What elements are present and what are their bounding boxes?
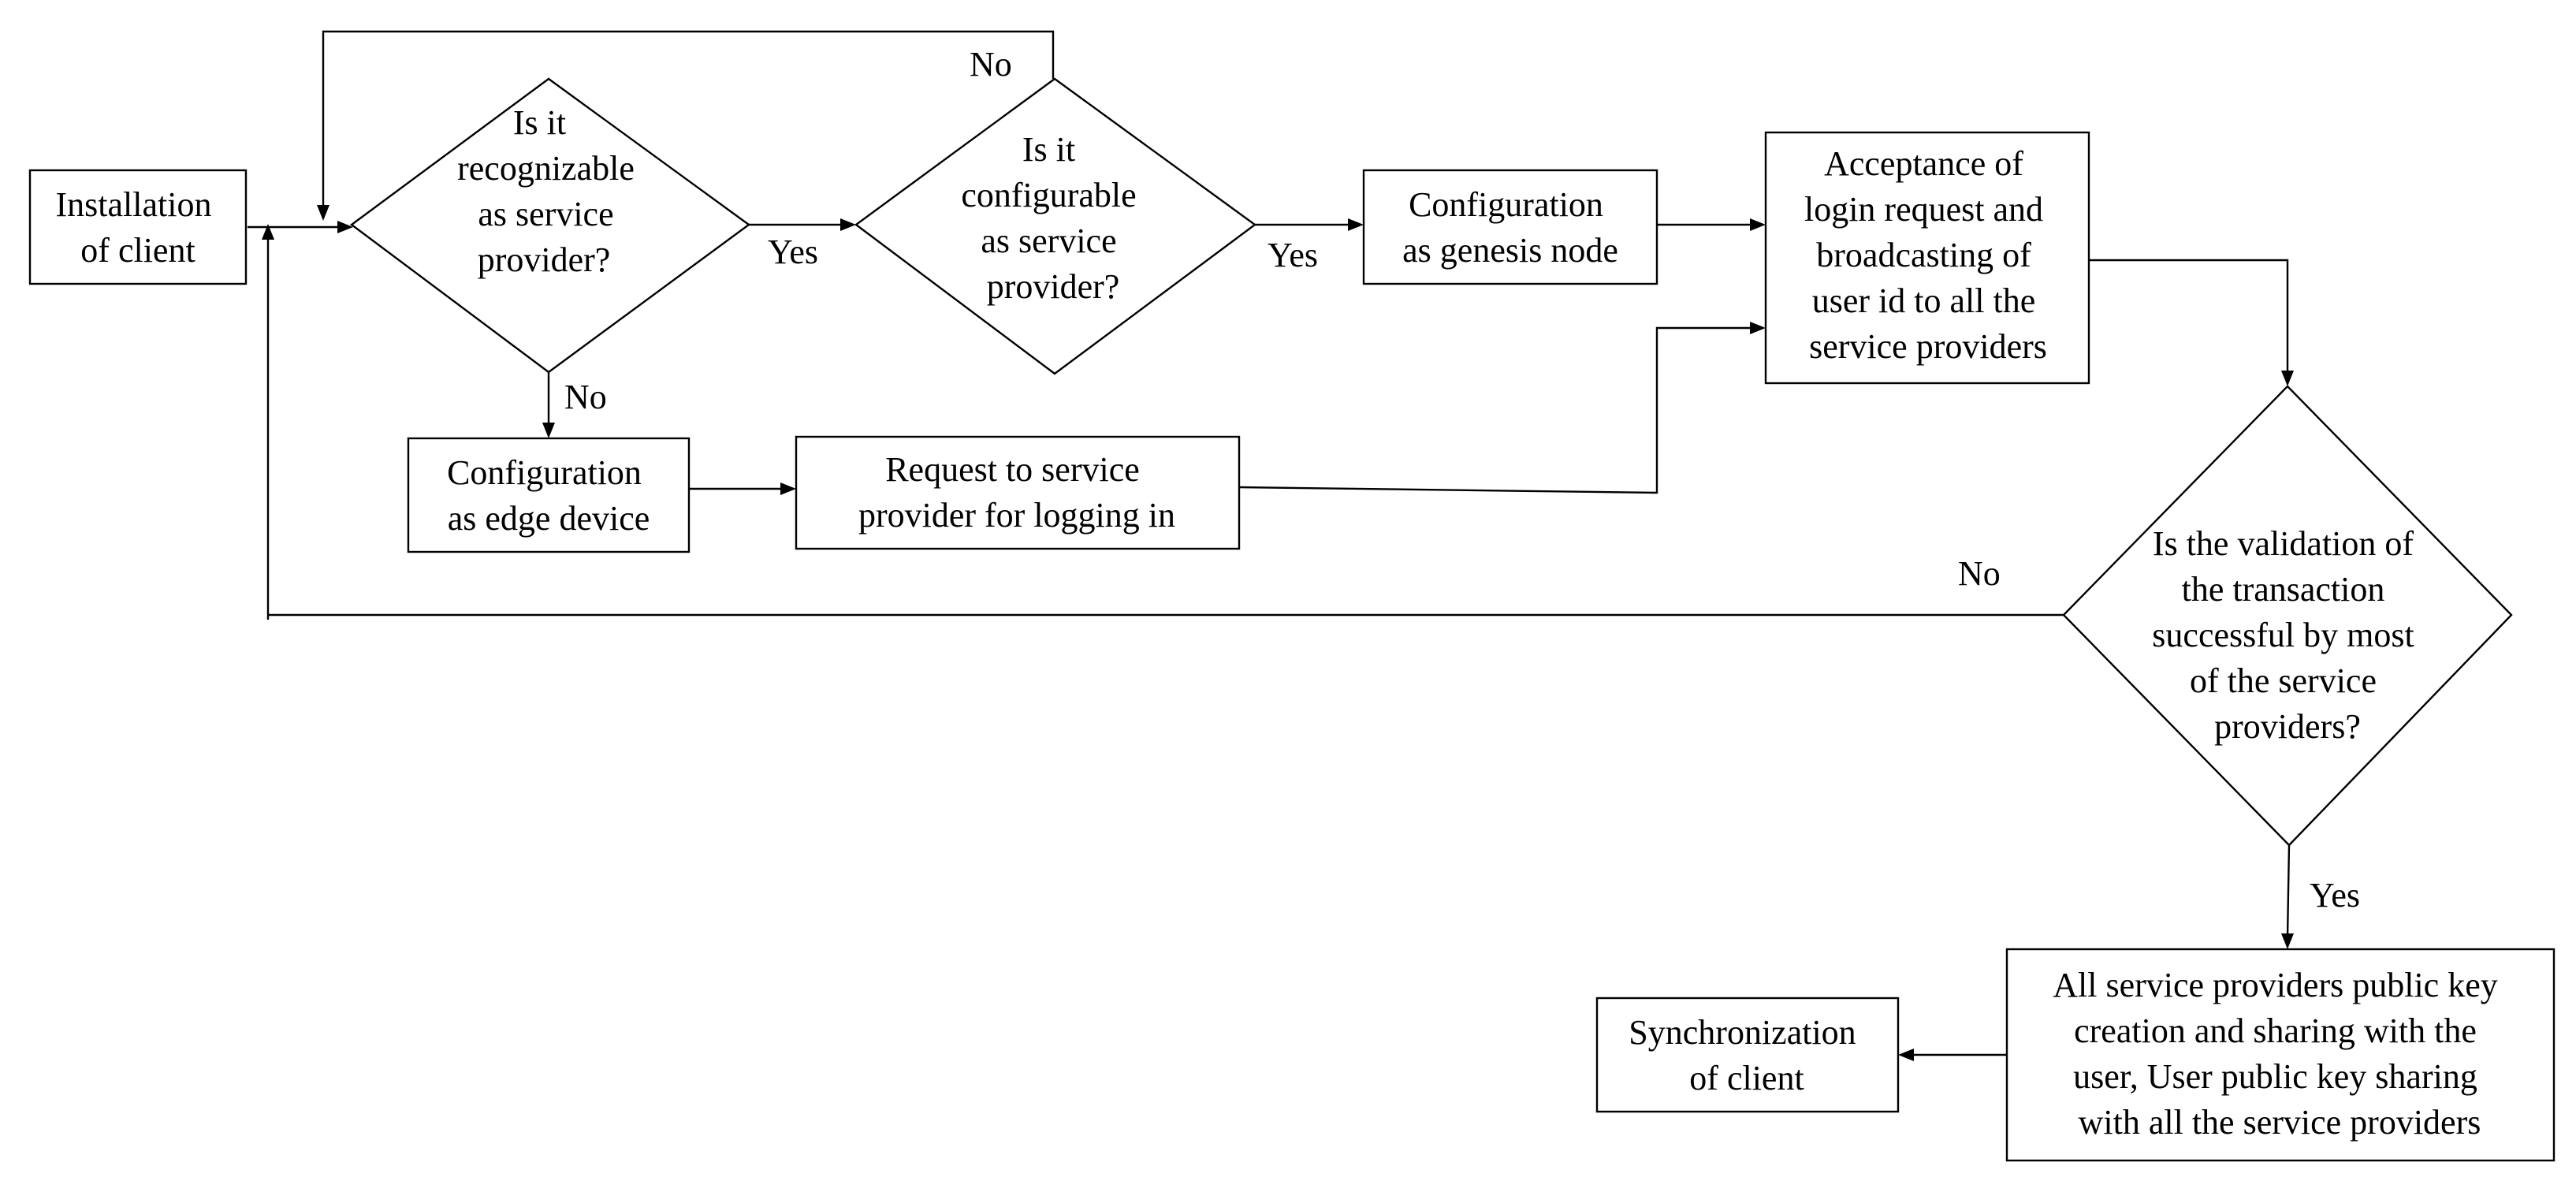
arrowhead bbox=[1750, 322, 1766, 334]
shapes bbox=[28, 77, 2556, 1162]
acceptance-label: Acceptance of login request and broadcas… bbox=[1804, 144, 2052, 366]
node-labels: Installation of client Is it recognizabl… bbox=[56, 103, 2507, 1142]
request-label: Request to service provider for logging … bbox=[858, 450, 1175, 535]
arrowhead bbox=[317, 205, 329, 221]
edge-labels: Yes No Yes No No Yes bbox=[564, 45, 2360, 915]
arrowhead bbox=[840, 218, 856, 231]
validation-yes-label: Yes bbox=[2310, 876, 2360, 915]
decision-validation-label: Is the validation of the transaction suc… bbox=[2152, 524, 2422, 746]
configurable-no-label: No bbox=[970, 45, 1012, 84]
connector-validation-yes bbox=[2286, 844, 2291, 939]
request-box bbox=[795, 435, 1241, 550]
arrowhead bbox=[1348, 218, 1364, 231]
edge-device-label: Configuration as edge device bbox=[447, 453, 650, 538]
arrowhead bbox=[337, 221, 353, 233]
recognizable-no-label: No bbox=[564, 378, 607, 416]
installation-box bbox=[28, 169, 248, 285]
arrowhead bbox=[1898, 1049, 1914, 1061]
connector-configurable-no-loop bbox=[322, 30, 1055, 211]
keys-box bbox=[2005, 948, 2556, 1162]
keys-label: All service providers public key creatio… bbox=[2053, 966, 2507, 1142]
decision-configurable-label: Is it configurable as service provider? bbox=[961, 130, 1145, 306]
connectors bbox=[248, 30, 2294, 1061]
arrowhead bbox=[1750, 218, 1766, 231]
recognizable-yes-label: Yes bbox=[768, 233, 818, 271]
connector-request-to-acceptance bbox=[1238, 326, 1758, 494]
arrowhead bbox=[542, 423, 555, 438]
validation-no-label: No bbox=[1958, 554, 2001, 593]
connector-acceptance-to-validation bbox=[2087, 259, 2289, 377]
sync-label: Synchronization of client bbox=[1629, 1013, 1864, 1097]
configurable-yes-label: Yes bbox=[1268, 236, 1318, 274]
installation-label: Installation of client bbox=[56, 185, 221, 270]
arrowhead bbox=[2281, 933, 2294, 949]
genesis-label: Configuration as genesis node bbox=[1402, 185, 1618, 270]
genesis-box bbox=[1362, 169, 1658, 285]
arrowhead bbox=[780, 482, 796, 495]
decision-validation-diamond bbox=[2062, 385, 2513, 847]
decision-recognizable-label: Is it recognizable as service provider? bbox=[457, 103, 643, 279]
arrowhead bbox=[262, 224, 274, 240]
acceptance-box bbox=[1764, 131, 2090, 385]
decision-configurable-diamond bbox=[854, 77, 1257, 375]
edge-device-box bbox=[407, 437, 691, 553]
sync-box bbox=[1595, 997, 1900, 1113]
decision-recognizable-diamond bbox=[349, 77, 751, 374]
arrowhead bbox=[2281, 371, 2294, 386]
